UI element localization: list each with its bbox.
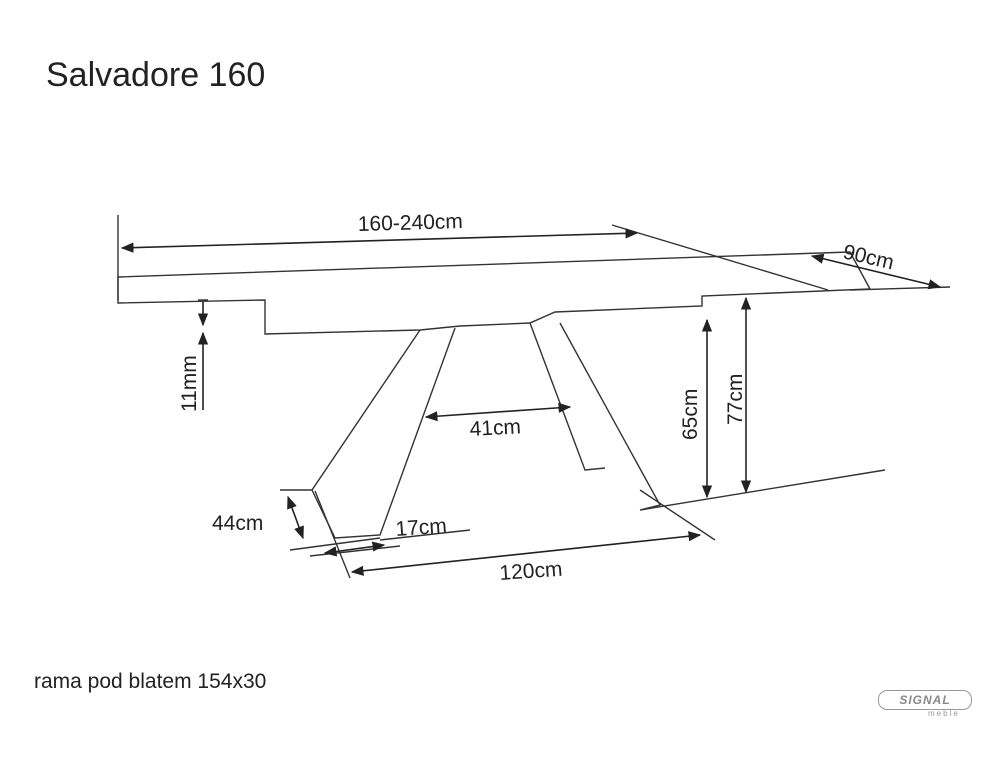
signal-logo-sub: meble <box>928 709 960 718</box>
length-label: 160-240cm <box>357 210 463 236</box>
signal-logo: SIGNAL <box>878 690 972 710</box>
product-title: Salvadore 160 <box>46 56 266 94</box>
foot-depth-arrow <box>287 495 304 540</box>
left-leg <box>280 327 456 539</box>
thickness-label: 11mm <box>178 355 201 412</box>
extension-line <box>314 490 351 579</box>
leg-span-arrow <box>350 531 702 576</box>
frame-caption: rama pod blatem 154x30 <box>34 670 267 693</box>
extension-line <box>849 286 951 291</box>
right-leg <box>529 322 886 511</box>
length-arrow <box>120 228 639 253</box>
table-top <box>117 251 872 335</box>
extension-line <box>309 545 401 557</box>
leg-span-label: 120cm <box>499 558 563 585</box>
extension-line <box>611 224 829 291</box>
extension-line <box>639 489 716 541</box>
foot-depth-label: 44cm <box>212 512 263 535</box>
leg-gap-label: 41cm <box>469 415 521 441</box>
total-height-label: 77cm <box>724 374 747 425</box>
leg-gap-arrow <box>424 402 572 422</box>
width-arrow <box>810 253 942 290</box>
foot-width-label: 17cm <box>395 514 448 541</box>
frame-height-label: 65cm <box>679 389 702 440</box>
